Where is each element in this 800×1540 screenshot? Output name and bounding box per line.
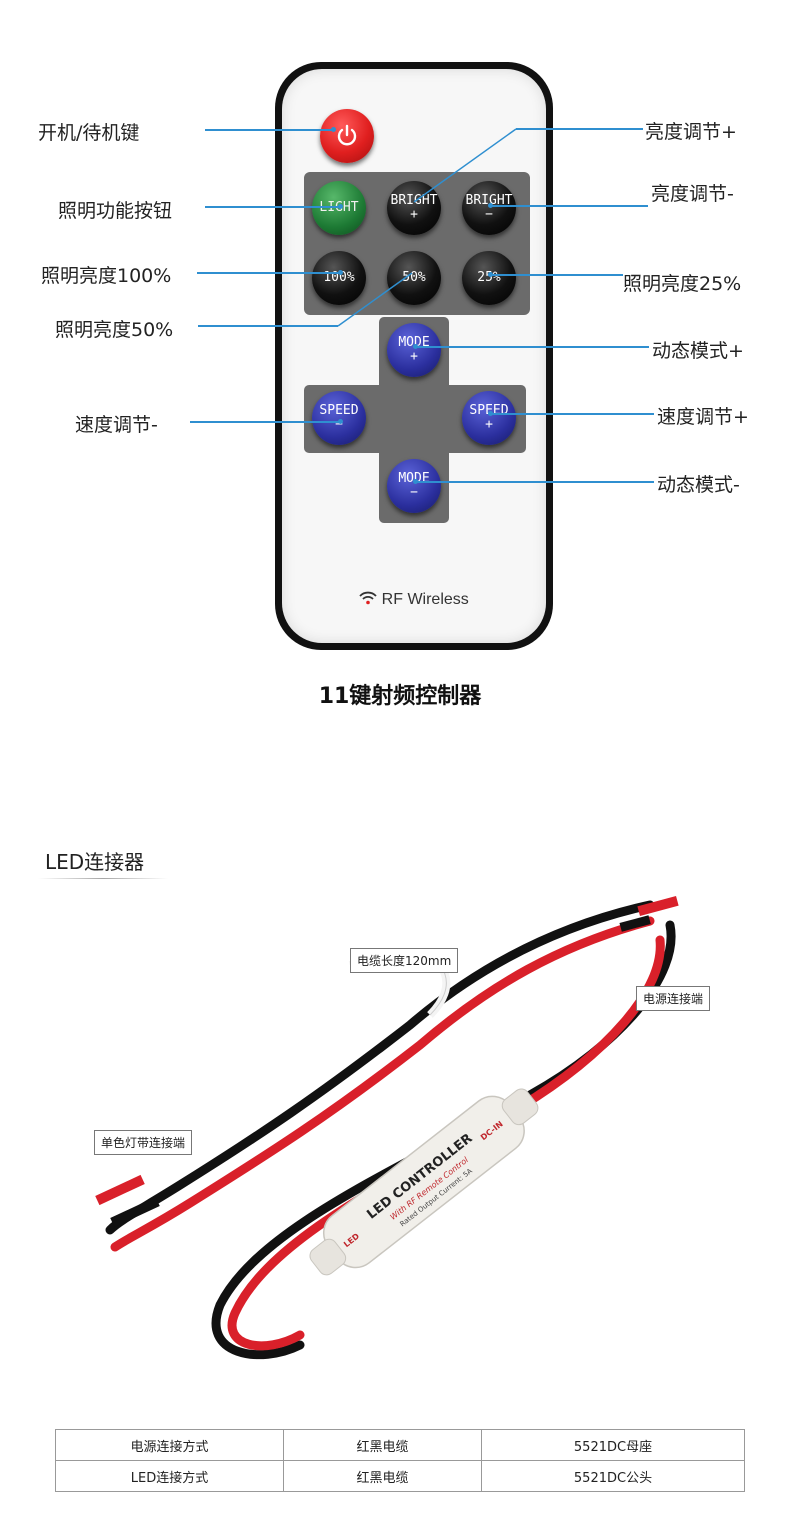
power-button[interactable] bbox=[320, 109, 374, 163]
label-light: 照明功能按钮 bbox=[58, 200, 173, 222]
leader-mode-minus bbox=[415, 481, 654, 483]
table-row: LED连接方式 红黑电缆 5521DC公头 bbox=[55, 1460, 745, 1492]
power-icon bbox=[337, 124, 357, 146]
label-mode-plus: 动态模式+ bbox=[652, 340, 744, 362]
speed-minus-button[interactable]: SPEED − bbox=[312, 391, 366, 445]
led-connector-photo: LED CONTROLLER With RF Remote Control Ra… bbox=[95, 895, 679, 1360]
table-row: 电源连接方式 红黑电缆 5521DC母座 bbox=[55, 1429, 745, 1461]
bright-minus-sign: − bbox=[485, 207, 493, 222]
bright-minus-label: BRIGHT bbox=[465, 193, 513, 208]
brightness-50-label: 50% bbox=[402, 270, 426, 285]
bright-plus-label: BRIGHT bbox=[390, 193, 438, 208]
leader-brightness-25 bbox=[490, 274, 623, 276]
table-cell: 红黑电缆 bbox=[283, 1460, 482, 1492]
connector-section-title: LED连接器 bbox=[45, 850, 145, 874]
section-title-underline bbox=[38, 878, 168, 879]
leader-brightness-50-diagonal bbox=[337, 272, 413, 327]
mode-plus-button[interactable]: MODE + bbox=[387, 323, 441, 377]
leader-brightness-100-dot bbox=[338, 270, 343, 275]
leader-mode-minus-dot bbox=[413, 479, 418, 484]
leader-brightness-25-dot bbox=[488, 272, 493, 277]
leader-speed-minus-dot bbox=[338, 419, 343, 424]
bright-plus-button[interactable]: BRIGHT + bbox=[387, 181, 441, 235]
table-cell: 电源连接方式 bbox=[55, 1429, 284, 1461]
leader-power bbox=[205, 129, 333, 131]
brightness-25-button[interactable]: 25% bbox=[462, 251, 516, 305]
speed-plus-button[interactable]: SPEED + bbox=[462, 391, 516, 445]
label-brightness-25: 照明亮度25% bbox=[623, 273, 742, 295]
mode-minus-button[interactable]: MODE − bbox=[387, 459, 441, 513]
leader-brightness-50 bbox=[198, 325, 338, 327]
rf-wireless-text: RF Wireless bbox=[381, 591, 469, 608]
leader-bright-plus-diagonal bbox=[413, 128, 517, 203]
wifi-icon bbox=[359, 591, 377, 605]
label-brightness-100: 照明亮度100% bbox=[41, 265, 172, 287]
table-cell: 5521DC公头 bbox=[481, 1460, 745, 1492]
strip-end-tag: 单色灯带连接端 bbox=[94, 1130, 193, 1155]
brightness-100-label: 100% bbox=[323, 270, 355, 285]
remote-face: LIGHT BRIGHT + BRIGHT − 100% 50% 25% MOD… bbox=[282, 69, 546, 643]
leader-bright-minus bbox=[490, 205, 648, 207]
table-cell: LED连接方式 bbox=[55, 1460, 284, 1492]
table-cell: 5521DC母座 bbox=[481, 1429, 745, 1461]
brightness-50-button[interactable]: 50% bbox=[387, 251, 441, 305]
mode-plus-sign: + bbox=[410, 349, 418, 364]
label-brightness-50: 照明亮度50% bbox=[55, 319, 174, 341]
power-end-tag: 电源连接端 bbox=[636, 986, 711, 1011]
label-speed-plus: 速度调节+ bbox=[657, 406, 749, 428]
brightness-100-button[interactable]: 100% bbox=[312, 251, 366, 305]
label-power: 开机/待机键 bbox=[38, 122, 140, 144]
label-bright-minus: 亮度调节- bbox=[651, 183, 734, 205]
bright-minus-button[interactable]: BRIGHT − bbox=[462, 181, 516, 235]
label-speed-minus: 速度调节- bbox=[75, 414, 158, 436]
speed-minus-label: SPEED bbox=[319, 403, 359, 418]
spec-table: 电源连接方式 红黑电缆 5521DC母座 LED连接方式 红黑电缆 5521DC… bbox=[55, 1429, 745, 1492]
mode-minus-sign: − bbox=[410, 485, 418, 500]
remote-caption: 11键射频控制器 bbox=[318, 684, 482, 709]
leader-light bbox=[205, 206, 340, 208]
cable-length-tag: 电缆长度120mm bbox=[350, 948, 459, 973]
rf-wireless-label: RF Wireless bbox=[282, 591, 546, 609]
leader-light-dot bbox=[338, 204, 343, 209]
label-bright-plus: 亮度调节+ bbox=[645, 121, 737, 143]
label-mode-minus: 动态模式- bbox=[657, 474, 740, 496]
leader-bright-minus-dot bbox=[488, 203, 493, 208]
remote-control: LIGHT BRIGHT + BRIGHT − 100% 50% 25% MOD… bbox=[275, 62, 553, 650]
bright-plus-sign: + bbox=[410, 207, 418, 222]
leader-speed-plus bbox=[490, 413, 654, 415]
speed-plus-sign: + bbox=[485, 417, 493, 432]
leader-speed-minus bbox=[190, 421, 340, 423]
leader-speed-plus-dot bbox=[488, 411, 493, 416]
leader-mode-plus-dot bbox=[413, 344, 418, 349]
leader-mode-plus bbox=[415, 346, 649, 348]
leader-power-dot bbox=[331, 127, 336, 132]
leader-bright-plus bbox=[516, 128, 643, 130]
speed-minus-sign: − bbox=[335, 417, 343, 432]
leader-brightness-100 bbox=[197, 272, 340, 274]
table-cell: 红黑电缆 bbox=[283, 1429, 482, 1461]
